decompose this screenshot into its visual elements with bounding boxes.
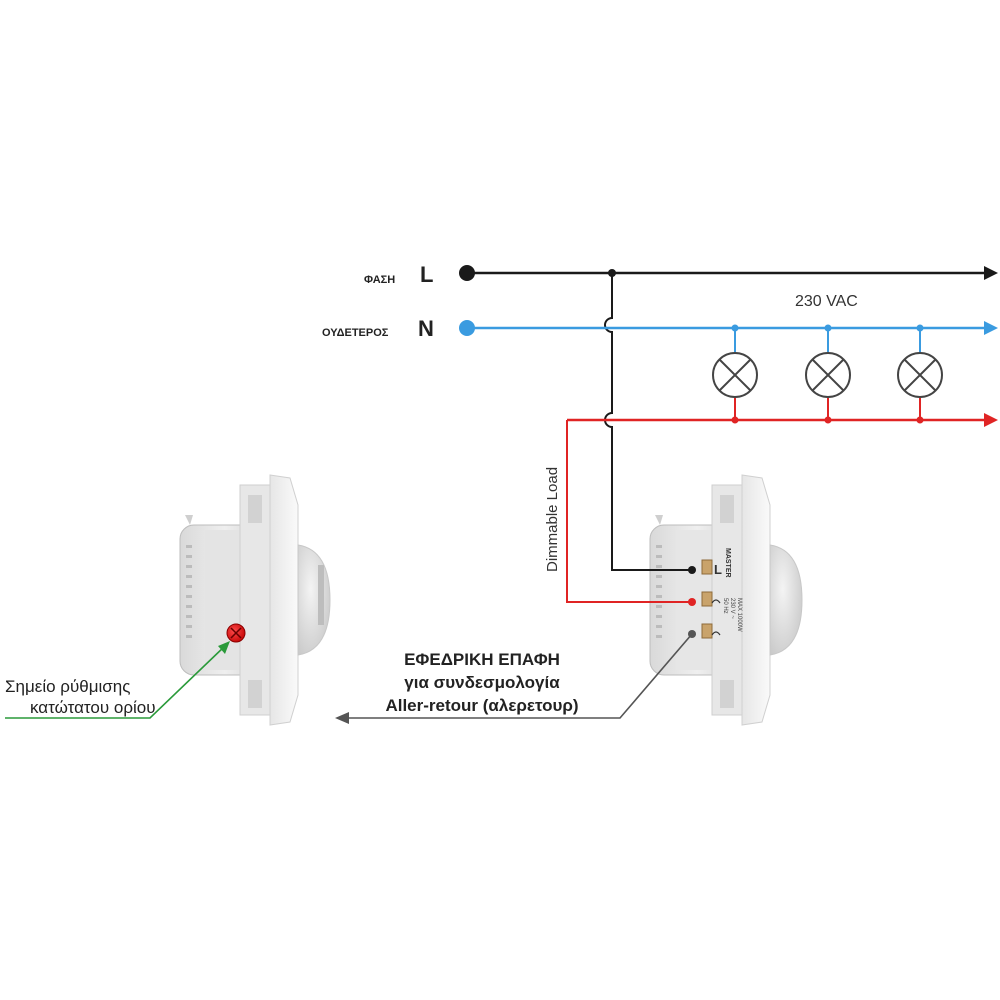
dimmable-load-label: Dimmable Load: [544, 467, 561, 572]
voltage-label: 230 VAC: [795, 293, 858, 310]
aux-contact-method: Aller-retour (αλερετουρ): [385, 696, 578, 715]
lamp-icon: [805, 352, 851, 398]
arrow-icon: [984, 413, 998, 427]
spec-line-2: 230 V ~: [729, 598, 735, 619]
dimmer-device-left: [179, 474, 331, 726]
aux-contact-subtitle: για συνδεσμολογία: [404, 673, 560, 692]
lamp-icon: [897, 352, 943, 398]
aux-contact-title: ΕΦΕΔΡΙΚΗ ΕΠΑΦΗ: [404, 650, 560, 669]
arrow-icon: [984, 321, 998, 335]
neutral-symbol-label: N: [418, 316, 434, 341]
neutral-line: [459, 320, 998, 352]
load-line: [566, 398, 998, 606]
phase-line: [459, 265, 998, 574]
spec-line-1: MAX 1000W: [736, 598, 742, 632]
neutral-name-label: ΟΥΔΕΤΕΡΟΣ: [322, 327, 389, 339]
min-level-line-1: Σημείο ρύθμισης: [5, 677, 130, 696]
phase-name-label: ΦΑΣΗ: [364, 274, 395, 286]
terminal-L-label: L: [714, 562, 722, 577]
dimmer-device-right: L MASTER MAX 1000W 230 V ~ 50 Hz: [649, 474, 803, 726]
arrow-icon: [984, 266, 998, 280]
arrow-icon: [218, 641, 230, 654]
min-level-line-2: κατώτατου ορίου: [30, 698, 156, 717]
brand-label: MASTER: [724, 548, 731, 578]
min-level-pointer: [5, 641, 230, 719]
lamp-icon: [712, 352, 758, 398]
aux-contact-pointer: [335, 630, 696, 724]
arrow-icon: [335, 712, 349, 724]
spec-line-3: 50 Hz: [722, 598, 728, 614]
phase-symbol-label: L: [420, 262, 433, 287]
